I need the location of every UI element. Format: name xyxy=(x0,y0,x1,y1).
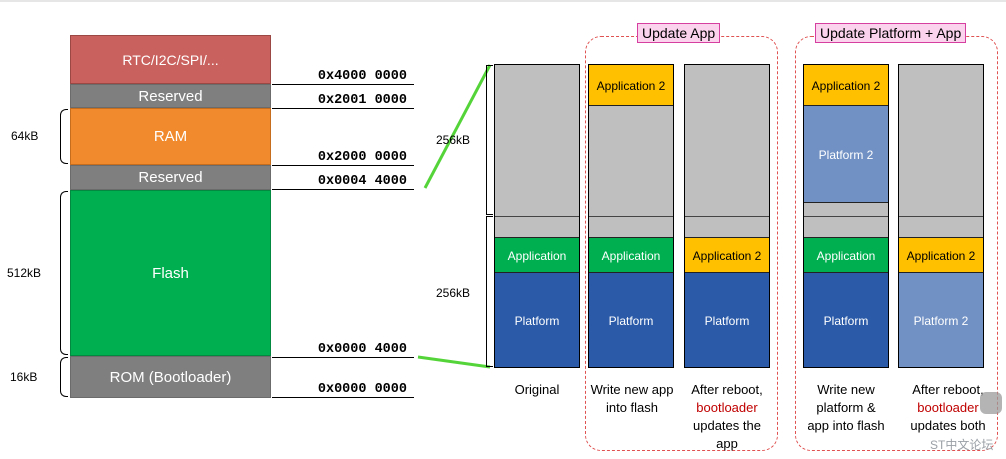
caption-line: updates the xyxy=(693,418,761,433)
platform-2-block: Platform 2 xyxy=(804,105,888,203)
flash-size-label: 512kB xyxy=(7,266,42,280)
platform-block: Platform xyxy=(685,272,769,367)
platform-block: Platform xyxy=(804,272,888,367)
free-space xyxy=(589,105,673,217)
zoom-connector-lines xyxy=(417,64,492,369)
region-ram: RAM xyxy=(70,108,271,165)
ram-size-brace xyxy=(60,109,68,164)
caption-line: platform & xyxy=(816,400,876,415)
caption-line: updates both xyxy=(910,418,986,433)
address-label: 0x0000 0000 xyxy=(272,375,414,398)
application-block: Application xyxy=(804,237,888,273)
address-label: 0x4000 0000 xyxy=(272,62,414,85)
free-space xyxy=(899,216,983,238)
flash-column-original: Application Platform xyxy=(494,64,580,368)
rom-size-brace xyxy=(60,357,68,397)
flash-column-reboot-app: Application 2 Platform xyxy=(684,64,770,368)
application-block: Application xyxy=(589,237,673,273)
caption-line: After reboot, xyxy=(912,382,984,397)
caption-highlight: bootloader xyxy=(696,400,758,415)
flash-column-write-app: Application 2 Application Platform xyxy=(588,64,674,368)
lower-flash-bracket xyxy=(486,216,493,367)
application-2-block: Application 2 xyxy=(899,237,983,273)
caption-write-app: Write new app into flash xyxy=(582,381,682,417)
caption-highlight: bootloader xyxy=(917,400,979,415)
top-divider xyxy=(0,0,1006,2)
region-reserved-mid: Reserved xyxy=(70,165,271,190)
caption-original: Original xyxy=(494,381,580,399)
application-2-block: Application 2 xyxy=(589,65,673,106)
flash-column-reboot-both: Application 2 Platform 2 xyxy=(898,64,984,368)
platform-block: Platform xyxy=(495,272,579,367)
caption-line: Original xyxy=(514,382,560,397)
free-space xyxy=(495,216,579,238)
upper-flash-size-label: 256kB xyxy=(436,133,471,147)
caption-line: into flash xyxy=(605,400,659,415)
address-label: 0x0004 4000 xyxy=(272,167,414,190)
update-app-tag: Update App xyxy=(637,23,721,43)
region-flash: Flash xyxy=(70,190,271,356)
flash-column-write-platform: Application 2 Platform 2 Application Pla… xyxy=(803,64,889,368)
free-space xyxy=(804,216,888,238)
application-2-block: Application 2 xyxy=(804,65,888,106)
caption-line: Write new xyxy=(817,382,875,397)
caption-line: app into flash xyxy=(807,418,885,433)
application-block: Application xyxy=(495,237,579,273)
ram-size-label: 64kB xyxy=(11,129,39,143)
address-label: 0x2001 0000 xyxy=(272,86,414,109)
caption-line: After reboot, xyxy=(691,382,763,397)
free-space xyxy=(685,65,769,217)
free-space xyxy=(685,216,769,238)
free-space xyxy=(495,65,579,217)
address-label: 0x2000 0000 xyxy=(272,143,414,166)
watermark-text: ST中文论坛 xyxy=(930,438,994,452)
update-platform-app-tag: Update Platform + App xyxy=(815,23,967,43)
region-reserved-top: Reserved xyxy=(70,84,271,108)
caption-write-platform: Write new platform & app into flash xyxy=(796,381,896,435)
upper-flash-bracket xyxy=(486,65,493,215)
caption-reboot-app: After reboot, bootloader updates the app xyxy=(680,381,774,453)
lower-flash-size-label: 256kB xyxy=(436,286,471,300)
address-label: 0x0000 4000 xyxy=(272,335,414,358)
platform-2-block: Platform 2 xyxy=(899,272,983,367)
region-peripherals: RTC/I2C/SPI/... xyxy=(70,35,271,84)
caption-line: app xyxy=(716,436,738,451)
application-2-block: Application 2 xyxy=(685,237,769,273)
free-space xyxy=(899,65,983,217)
forum-logo-icon xyxy=(980,392,1002,414)
caption-line: Write new app xyxy=(590,382,674,397)
caption-reboot-both: After reboot, bootloader updates both xyxy=(898,381,998,435)
rom-size-label: 16kB xyxy=(10,370,38,384)
platform-block: Platform xyxy=(589,272,673,367)
region-rom-bootloader: ROM (Bootloader) xyxy=(70,356,271,398)
flash-size-brace xyxy=(60,191,68,355)
free-space xyxy=(589,216,673,238)
free-space xyxy=(804,202,888,217)
